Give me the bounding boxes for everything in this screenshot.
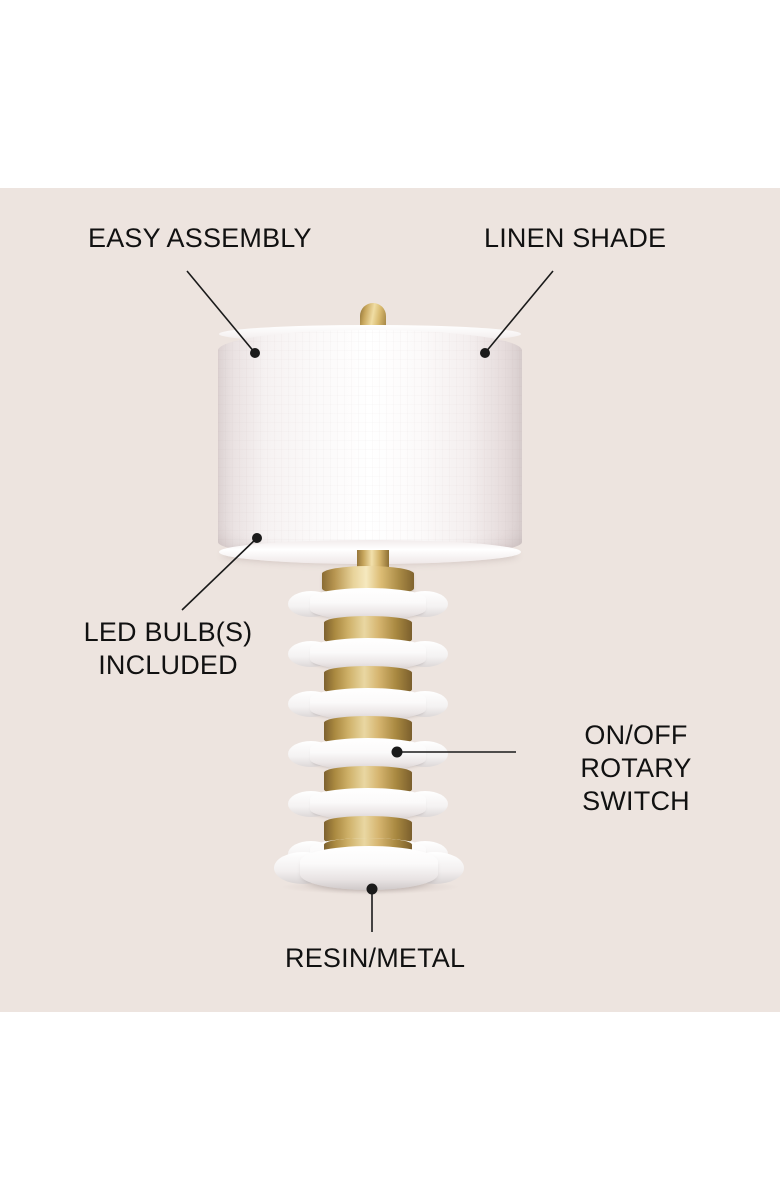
white-resin-disc [288,588,448,622]
callout-text-led-bulbs-line2: INCLUDED [98,649,238,680]
callout-text-led-bulbs-line1: LED BULB(S) [83,617,253,647]
callout-label-on-off-rotary-switch: ON/OFF ROTARY SWITCH [527,719,745,818]
disc-core [310,738,426,770]
base-core [300,846,438,890]
disc-core [310,788,426,820]
callout-text-resin-metal: RESIN/METAL [285,943,466,973]
lamp-base-disc [274,846,464,892]
disc-core [310,688,426,720]
callout-text-easy-assembly: EASY ASSEMBLY [88,223,312,253]
linen-lamp-shade [218,330,522,558]
white-resin-disc [288,738,448,772]
callout-text-rotary-switch-line2: SWITCH [582,785,690,816]
callout-label-easy-assembly: EASY ASSEMBLY [88,222,312,255]
linen-weave-texture [218,330,522,558]
callout-label-resin-metal: RESIN/METAL [285,942,465,975]
callout-text-linen-shade: LINEN SHADE [484,223,667,253]
callout-label-linen-shade: LINEN SHADE [484,222,666,255]
callout-text-rotary-switch-line1: ON/OFF ROTARY [580,720,692,783]
callout-label-led-bulbs-included: LED BULB(S) INCLUDED [58,616,278,682]
white-resin-disc [288,638,448,672]
disc-core [310,588,426,620]
disc-core [310,638,426,670]
white-resin-disc [288,688,448,722]
white-resin-disc-rotary-switch[interactable] [288,788,448,822]
